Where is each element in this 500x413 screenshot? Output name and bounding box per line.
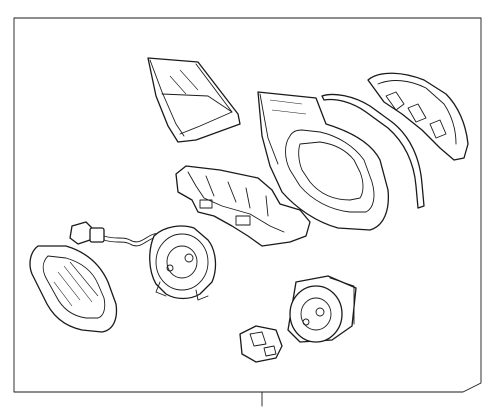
connector-clip	[239, 325, 283, 363]
fold-motor	[287, 275, 357, 343]
assembly-frame	[13, 17, 482, 407]
triangle-cover	[147, 57, 241, 143]
glass-actuator-motor	[149, 225, 217, 301]
mounting-bracket	[175, 165, 311, 247]
mirror-glass	[29, 245, 118, 333]
mirror-housing	[257, 91, 390, 231]
skull-cap-cover	[367, 72, 469, 161]
housing-seal-strip	[321, 93, 425, 209]
